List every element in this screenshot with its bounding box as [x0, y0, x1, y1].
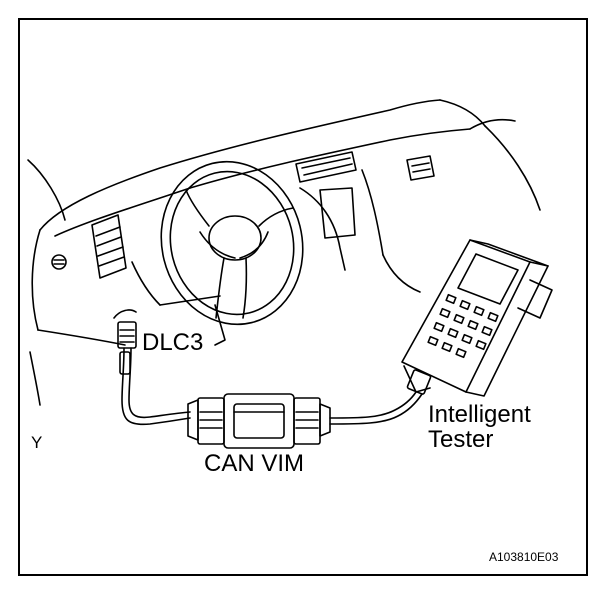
cable-right [329, 391, 423, 425]
door-panel [27, 159, 66, 406]
dlc3-connector [113, 309, 137, 349]
steering-wheel [160, 160, 304, 346]
speaker-grille [51, 254, 67, 270]
dlc3-label: DLC3 [142, 329, 204, 356]
intelligent-tester-label: Intelligent Tester [428, 401, 531, 454]
figure-id-label: A103810E03 [489, 550, 559, 564]
cable-left [119, 347, 191, 426]
corner-mark-label: Y [31, 433, 43, 452]
figure-frame [18, 18, 588, 576]
intelligent-tester [401, 239, 553, 397]
can-vim-box [187, 393, 331, 449]
can-vim-label: CAN VIM [204, 450, 305, 477]
left-vent [91, 214, 127, 279]
